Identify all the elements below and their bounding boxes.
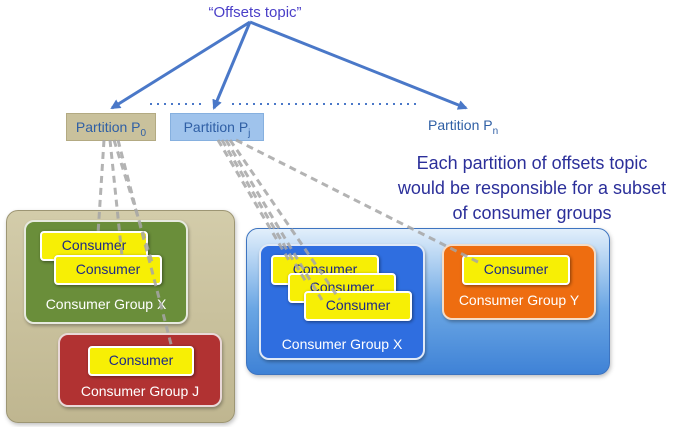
consumer-box: Consumer bbox=[462, 255, 570, 285]
group-label: Consumer Group X bbox=[281, 336, 403, 352]
consumer-box: Consumer bbox=[88, 346, 194, 376]
group-label: Consumer Group J bbox=[80, 383, 200, 399]
partition-n-subscript: n bbox=[492, 125, 499, 137]
partition-n-label: Partition P bbox=[428, 117, 493, 133]
caption-line-2: would be responsible for a subset bbox=[397, 178, 667, 198]
partition-0-subscript: 0 bbox=[140, 127, 147, 139]
partition-j: Partition Pj bbox=[170, 113, 264, 141]
partition-0-label: Partition P bbox=[75, 119, 141, 135]
arrow-to-partition-j bbox=[212, 21, 252, 110]
partition-j-label: Partition P bbox=[183, 119, 249, 135]
partition-j-subscript: j bbox=[248, 127, 251, 139]
consumer-box: Consumer bbox=[304, 291, 412, 321]
caption-line-3: of consumer groups bbox=[452, 203, 612, 223]
arrow-to-partition-0 bbox=[110, 20, 251, 110]
partition-0: Partition P0 bbox=[66, 113, 156, 141]
caption-line-1: Each partition of offsets topic bbox=[416, 153, 648, 173]
consumer-box: Consumer bbox=[54, 255, 162, 285]
partition-n: Partition Pn bbox=[428, 117, 498, 137]
arrow-to-partition-n bbox=[249, 20, 468, 110]
group-label: Consumer Group Y bbox=[458, 292, 580, 308]
caption: Each partition of offsets topic would be… bbox=[382, 151, 682, 226]
group-label: Consumer Group X bbox=[45, 296, 167, 312]
offsets-topic-label: “Offsets topic” bbox=[208, 4, 302, 21]
